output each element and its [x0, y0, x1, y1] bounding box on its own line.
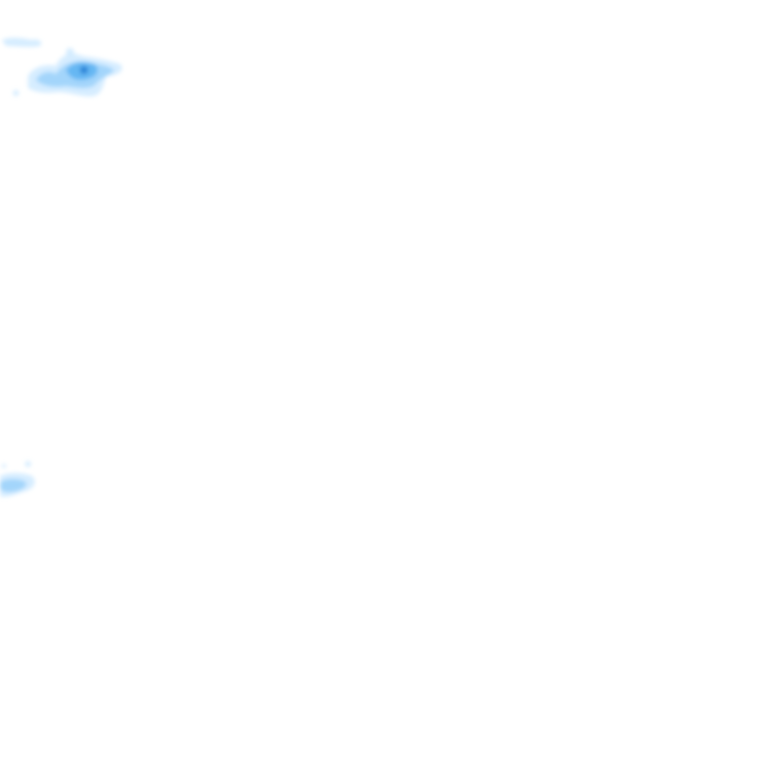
precip-speck: [2, 464, 6, 468]
precip-core: [80, 66, 88, 74]
precip-cell-west: [0, 461, 35, 497]
precip-speck: [66, 48, 74, 56]
precip-band-light: [2, 37, 42, 47]
precip-speck: [25, 461, 31, 467]
precip-band-mid: [0, 479, 27, 492]
precip-cell-northwest: [2, 37, 123, 97]
precip-speck: [13, 90, 19, 96]
